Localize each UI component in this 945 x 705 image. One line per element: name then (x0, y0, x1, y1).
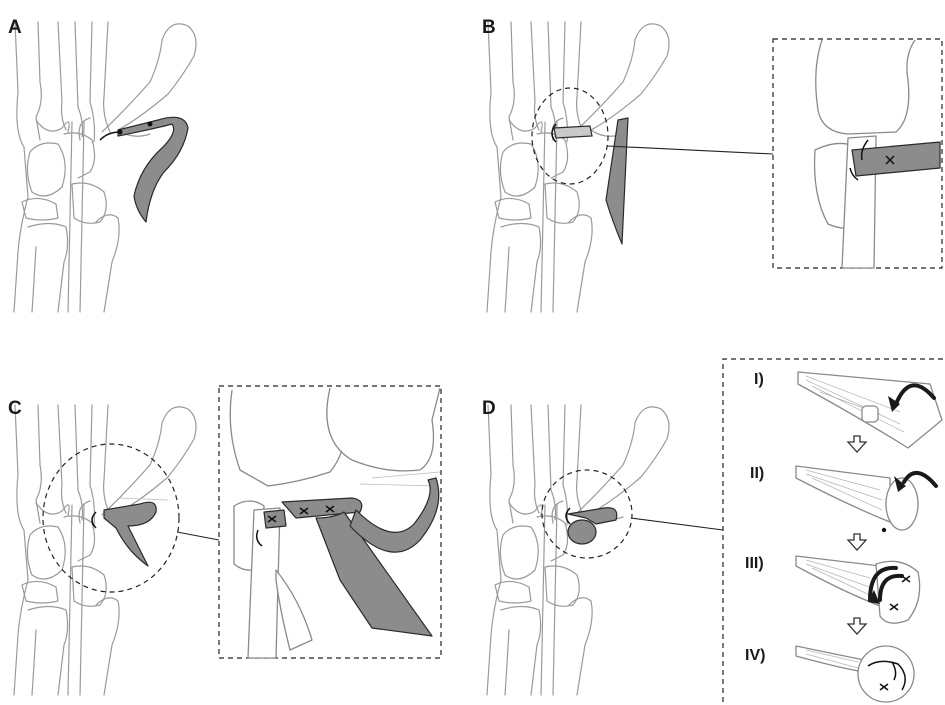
panel-label-c: C (8, 398, 22, 419)
panel-b (487, 22, 942, 312)
step-iii-graft (796, 556, 920, 623)
step-ii-graft (796, 466, 936, 532)
panel-c (14, 386, 441, 695)
step-i-graft (798, 372, 942, 448)
tendon-ball (568, 520, 596, 544)
step-label-i: I) (754, 371, 764, 388)
step-label-ii: II) (750, 465, 764, 482)
panel-label-d: D (482, 398, 496, 419)
tendon-graft (118, 117, 188, 222)
step-label-iv: IV) (745, 647, 765, 664)
inset-c-detail (230, 388, 440, 658)
step-label-iii: III) (745, 555, 764, 572)
step-arrow-icon (848, 618, 866, 634)
tendon-graft (606, 118, 628, 244)
panel-label-a: A (8, 17, 22, 38)
panel-label-b: B (482, 17, 496, 38)
step-arrow-icon (848, 534, 866, 550)
inset-b-detail (815, 40, 940, 268)
step-arrow-icon (848, 436, 866, 452)
tendon-graft (104, 502, 156, 566)
panel-d (487, 359, 943, 705)
step-iv-graft (796, 646, 914, 702)
panel-a (14, 22, 196, 312)
